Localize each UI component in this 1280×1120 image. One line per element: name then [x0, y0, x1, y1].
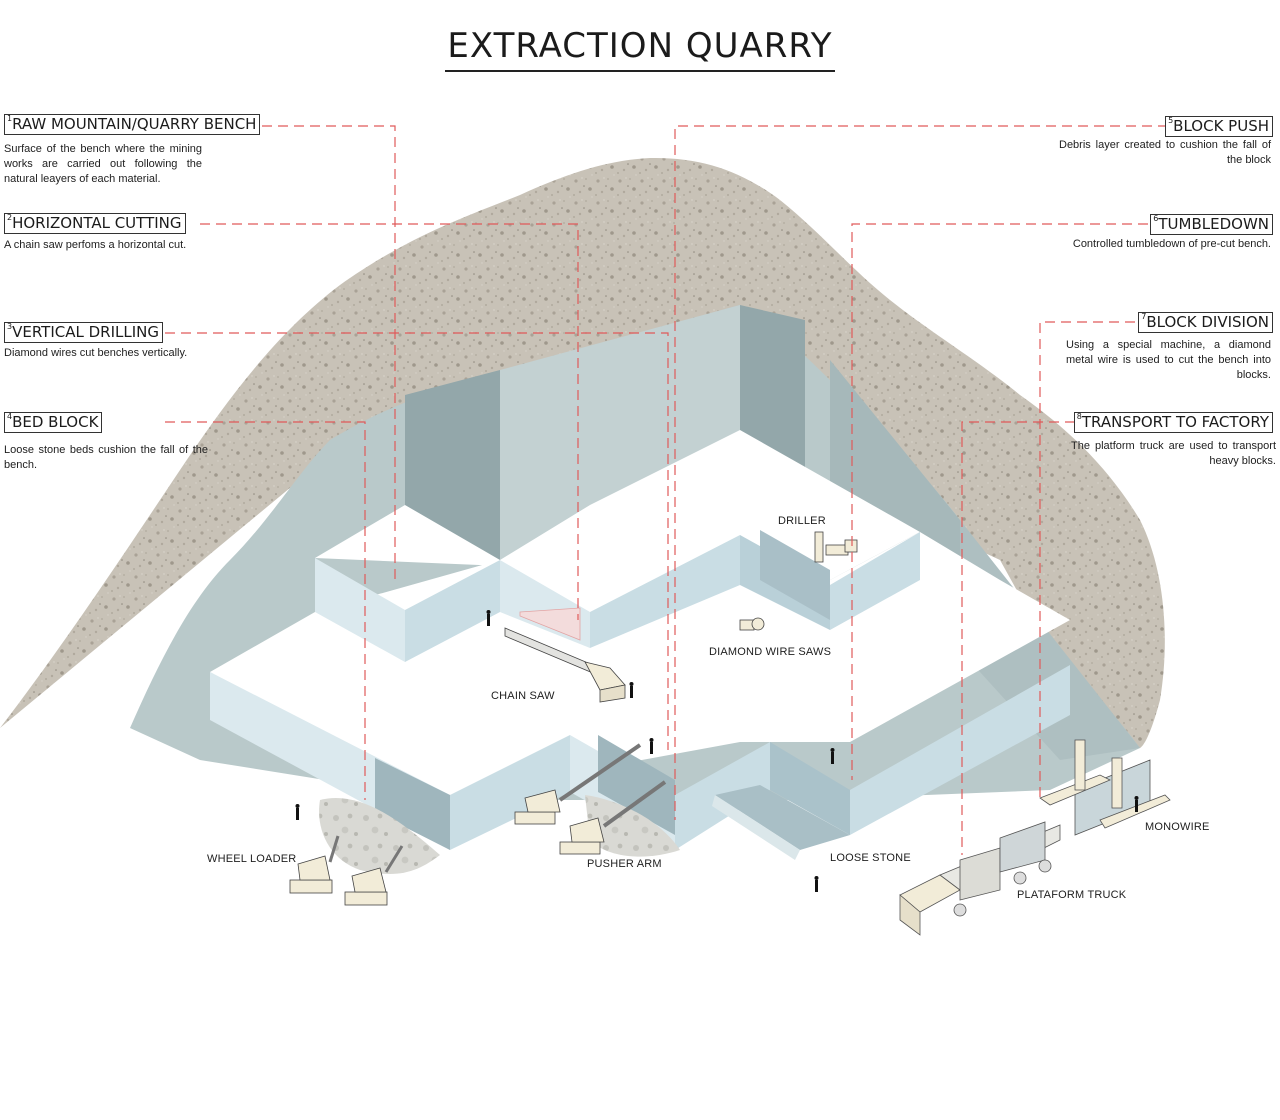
pusher-arm-machines	[514, 743, 667, 855]
label-wheel-loader: WHEEL LOADER	[207, 853, 297, 865]
page-title: EXTRACTION QUARRY	[0, 26, 1280, 72]
step-4-heading: 4BED BLOCK	[4, 412, 103, 433]
step-4-description: Loose stone beds cushion the fall of the…	[4, 444, 208, 471]
label-plataform-truck: PLATAFORM TRUCK	[1017, 889, 1127, 901]
mountain	[0, 157, 1165, 749]
step-5-description: Debris layer created to cushion the fall…	[1059, 139, 1271, 166]
step-1-heading: 1RAW MOUNTAIN/QUARRY BENCH	[4, 114, 261, 135]
label-diamond-wire-saws: DIAMOND WIRE SAWS	[709, 646, 832, 658]
step-5-heading: 5BLOCK PUSH	[1165, 116, 1273, 137]
step-2-description: A chain saw perfoms a horizontal cut.	[4, 239, 187, 251]
leader-lines	[165, 125, 1168, 855]
wheel-loader-machines	[289, 835, 404, 906]
label-monowire: MONOWIRE	[1145, 821, 1210, 833]
step-1-description: Surface of the bench where the mining wo…	[4, 143, 202, 185]
label-loose-stone: LOOSE STONE	[830, 852, 911, 864]
step-6-description: Controlled tumbledown of pre-cut bench.	[1072, 238, 1271, 250]
step-3-heading: 3VERTICAL DRILLING	[4, 322, 163, 343]
upper-bench-face	[315, 558, 405, 662]
diamond-wire-saw-machine	[739, 617, 765, 631]
step-8-heading: 8TRANSPORT TO FACTORY	[1073, 412, 1273, 433]
loose-stone-slab	[715, 785, 850, 850]
step-3-description: Diamond wires cut benches vertically.	[4, 347, 188, 359]
step-8-description: The platform truck are used to transport…	[1071, 440, 1276, 467]
workers	[295, 610, 1139, 892]
label-pusher-arm: PUSHER ARM	[587, 858, 662, 870]
label-chain-saw: CHAIN SAW	[491, 690, 555, 702]
driller-machine	[814, 531, 858, 563]
step-2-heading: 2HORIZONTAL CUTTING	[4, 213, 186, 234]
platform-truck	[899, 821, 1061, 936]
step-7-heading: 7BLOCK DIVISION	[1138, 312, 1273, 333]
step-6-heading: 6TUMBLEDOWN	[1150, 214, 1273, 235]
monowire-machine	[1039, 739, 1171, 836]
label-driller: DRILLER	[778, 515, 826, 527]
loose-stone-bed	[319, 798, 440, 875]
step-7-description: Using a special machine, a diamond metal…	[1066, 339, 1271, 381]
chain-saw-machine	[504, 627, 626, 703]
